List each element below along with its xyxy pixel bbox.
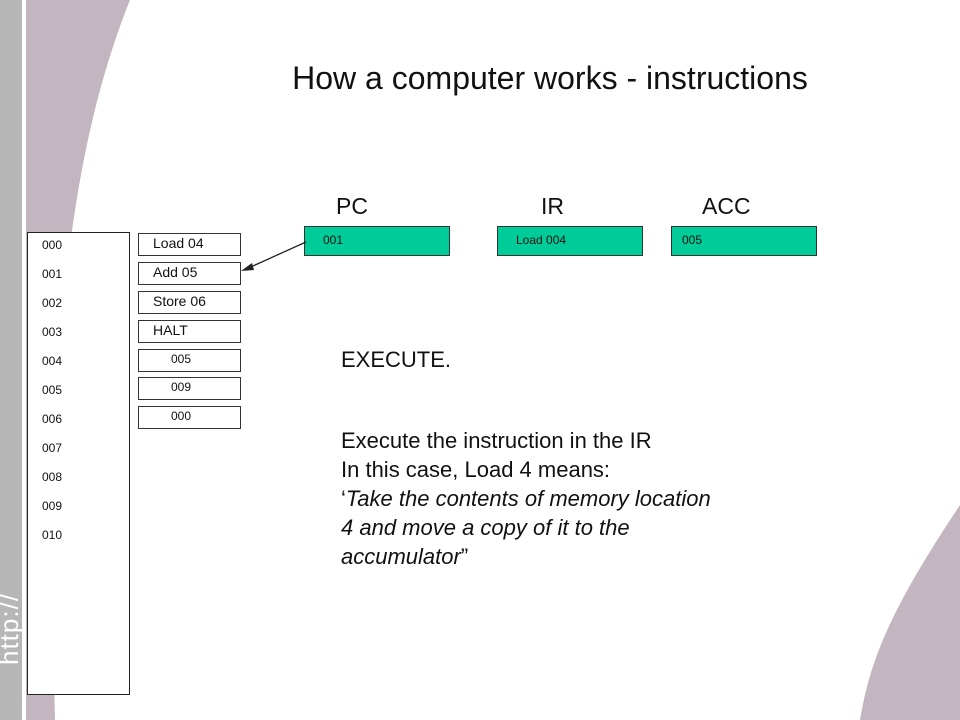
quote-line-3: accumulator”: [341, 542, 468, 571]
open-quote: ‘: [341, 486, 346, 511]
ir-register: Load 004: [497, 226, 643, 256]
quote-line-1: ‘Take the contents of memory location: [341, 484, 711, 513]
memory-cell: Load 04: [138, 233, 241, 256]
address-label: 008: [42, 470, 63, 484]
address-label: 007: [42, 441, 63, 455]
pc-pointer-arrow: [241, 241, 307, 271]
acc-label: ACC: [702, 193, 751, 219]
address-label: 002: [42, 296, 63, 310]
memory-cell: 000: [138, 406, 241, 429]
address-label: 005: [42, 383, 63, 397]
ir-label: IR: [541, 193, 564, 219]
quote-line-2: 4 and move a copy of it to the: [341, 515, 630, 540]
memory-cell: 009: [138, 377, 241, 400]
address-label: 003: [42, 325, 63, 339]
address-label: 004: [42, 354, 63, 368]
memory-address-panel: [27, 232, 130, 695]
quote-text-3: accumulator: [341, 544, 461, 569]
right-purple-curve: [860, 505, 960, 720]
left-grey-strip: [0, 0, 22, 720]
memory-cell: HALT: [138, 320, 241, 343]
memory-cell: Store 06: [138, 291, 241, 314]
execute-heading: EXECUTE.: [341, 347, 452, 372]
address-label: 009: [42, 499, 63, 513]
execute-line-2: In this case, Load 4 means:: [341, 457, 611, 482]
left-white-line: [22, 0, 26, 720]
execute-line-1: Execute the instruction in the IR: [341, 428, 652, 453]
pc-label: PC: [336, 193, 368, 219]
memory-cell: Add 05: [138, 262, 241, 285]
close-quote: ”: [460, 544, 469, 569]
address-label: 001: [42, 267, 63, 281]
page-title: How a computer works - instructions: [292, 60, 808, 96]
quote-text-1: Take the contents of memory location: [345, 486, 711, 511]
address-label: 006: [42, 412, 63, 426]
memory-cell: 005: [138, 349, 241, 372]
address-label: 010: [42, 528, 63, 542]
side-http-text: http://: [0, 592, 24, 665]
address-label: 000: [42, 238, 63, 252]
pc-register: 001: [304, 226, 450, 256]
acc-register: 005: [671, 226, 817, 256]
